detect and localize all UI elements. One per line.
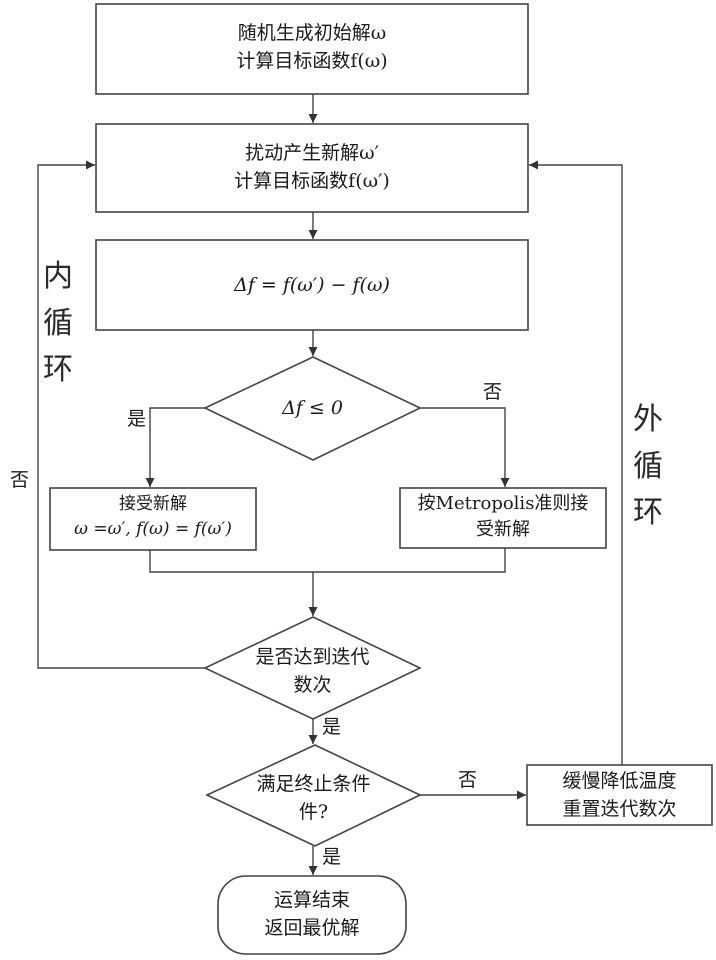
end-line2: 返回最优解 — [264, 916, 360, 939]
outer-loop-label: 外 循 环 — [628, 397, 668, 537]
outer-loop-char-2: 循 — [633, 448, 663, 484]
end-line1: 运算结束 — [273, 889, 350, 911]
inner-loop-char-2: 循 — [43, 305, 73, 341]
yes-label-accept: 是 — [127, 408, 147, 430]
inner-loop-char-1: 内 — [43, 259, 73, 294]
inner-loop-label: 内 循 环 — [38, 254, 78, 394]
metropolis-line1: 按Metropolis准则接 — [417, 493, 589, 514]
metropolis-line2: 受新解 — [476, 519, 530, 541]
iter-check-text: 是否达到迭代 数次 — [205, 644, 420, 699]
delta-check-label: Δf ≤ 0 — [282, 397, 343, 419]
perturb-box-text: 扰动产生新解ω′ 计算目标函数f(ω′) — [96, 140, 528, 195]
accept-box — [49, 487, 257, 551]
delta-check-text: Δf ≤ 0 — [205, 395, 420, 423]
end-box-text: 运算结束 返回最优解 — [218, 887, 406, 942]
inner-loop-arrow — [37, 160, 205, 669]
no-label-inner: 否 — [10, 469, 30, 491]
init-line2: 计算目标函数f(ω) — [236, 49, 388, 72]
perturb-box — [95, 123, 529, 213]
stop-check-diamond — [205, 744, 422, 847]
yes-label-stop: 是 — [322, 846, 342, 868]
end-box — [217, 875, 407, 955]
accept-line1: 接受新解 — [119, 494, 187, 514]
init-box-text: 随机生成初始解ω 计算目标函数f(ω) — [96, 20, 528, 75]
delta-box — [95, 239, 529, 331]
metropolis-box-text: 按Metropolis准则接 受新解 — [400, 491, 606, 543]
arrow-yes-to-accept — [145, 407, 205, 487]
metropolis-box — [399, 487, 607, 549]
iter-check-line2: 数次 — [293, 673, 332, 696]
cool-line2: 重置迭代数次 — [562, 797, 677, 820]
delta-box-text: Δf = f(ω′) − f(ω) — [96, 272, 528, 300]
inner-loop-char-3: 环 — [43, 352, 73, 387]
init-line1: 随机生成初始解ω — [237, 22, 387, 44]
perturb-line1: 扰动产生新解ω′ — [245, 142, 379, 164]
cool-box — [526, 764, 713, 826]
stop-check-text: 满足终止条件 件? — [207, 771, 420, 826]
yes-label-iter: 是 — [322, 716, 342, 738]
init-box — [95, 3, 529, 95]
delta-check-diamond — [203, 356, 422, 461]
no-label-stop: 否 — [458, 769, 478, 791]
merge-line — [149, 548, 506, 573]
no-label-metropolis: 否 — [483, 381, 503, 403]
iter-check-line1: 是否达到迭代 — [255, 646, 370, 668]
delta-formula: Δf = f(ω′) − f(ω) — [234, 274, 390, 296]
accept-line2: ω =ω′, f(ω) = f(ω′) — [74, 518, 232, 539]
accept-box-text: 接受新解 ω =ω′, f(ω) = f(ω′) — [50, 492, 256, 541]
cool-box-text: 缓慢降低温度 重置迭代数次 — [527, 768, 712, 823]
stop-check-line1: 满足终止条件 — [256, 773, 371, 795]
arrow-no-to-metropolis — [420, 407, 510, 487]
outer-loop-char-1: 外 — [633, 402, 663, 437]
cool-line1: 缓慢降低温度 — [562, 770, 677, 792]
stop-check-line2: 件? — [298, 800, 329, 823]
outer-loop-arrow — [529, 160, 623, 765]
outer-loop-char-3: 环 — [633, 495, 663, 530]
perturb-line2: 计算目标函数f(ω′) — [234, 169, 390, 192]
